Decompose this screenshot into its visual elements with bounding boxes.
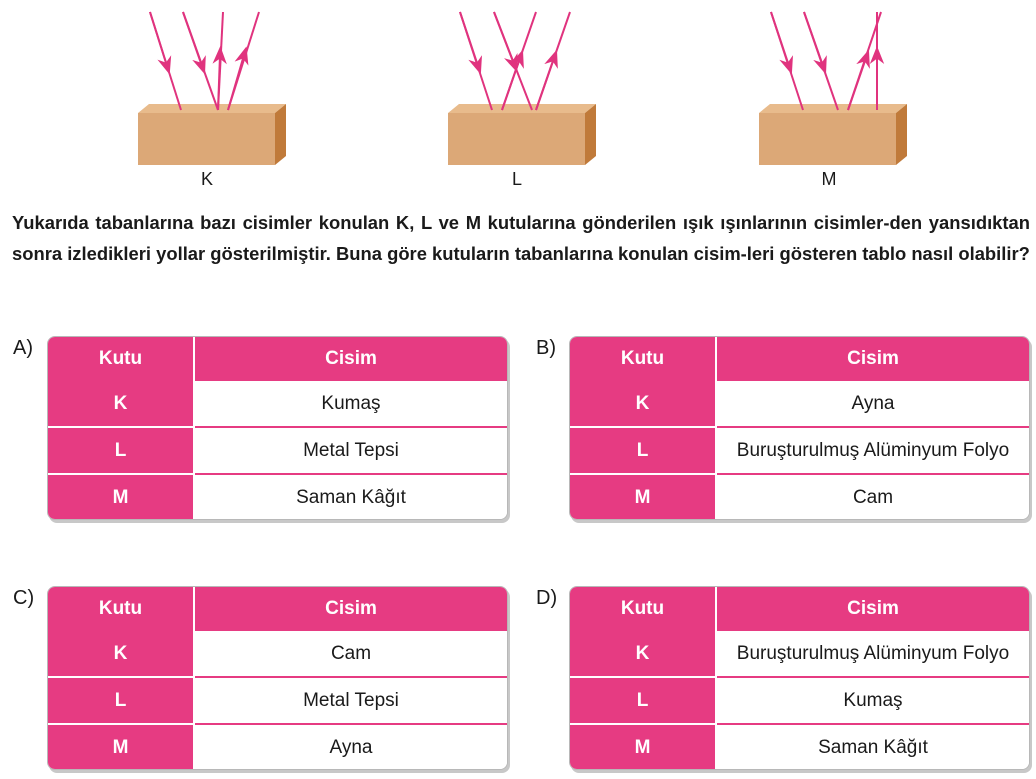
header-cisim: Cisim (716, 587, 1029, 631)
row-key: M (570, 723, 717, 769)
row-value: Metal Tepsi (194, 676, 507, 724)
row-key: M (570, 473, 717, 519)
row-value: Kumaş (716, 676, 1029, 724)
row-key: M (48, 723, 195, 769)
reflection-figure: K L M (138, 11, 907, 189)
question-text: Yukarıda tabanlarına bazı cisimler konul… (12, 212, 1030, 264)
box-m (759, 104, 907, 165)
row-key: L (570, 426, 717, 474)
row-value: Saman Kâğıt (194, 473, 507, 519)
option-c-letter: C) (13, 587, 35, 609)
row-value: Cam (716, 473, 1029, 519)
row-value: Ayna (716, 381, 1029, 427)
row-key: K (570, 381, 717, 427)
option-a-letter: A) (13, 337, 33, 359)
row-value: Metal Tepsi (194, 426, 507, 474)
header-cisim: Cisim (194, 587, 507, 631)
row-key: L (48, 426, 195, 474)
row-value: Kumaş (194, 381, 507, 427)
option-d-letter: D) (536, 587, 558, 609)
rays-k (149, 11, 260, 111)
header-kutu: Kutu (570, 587, 717, 631)
box-label-l: L (512, 169, 522, 189)
row-value: Cam (194, 631, 507, 677)
row-value: Buruşturulmuş Alüminyum Folyo (716, 426, 1029, 474)
row-value: Saman Kâğıt (716, 723, 1029, 769)
row-value: Buruşturulmuş Alüminyum Folyo (716, 631, 1029, 677)
row-value: Ayna (194, 723, 507, 769)
option-b-letter: B) (536, 337, 556, 359)
rays-l (459, 11, 571, 111)
box-k (138, 104, 286, 165)
rays-m (770, 11, 885, 111)
header-kutu: Kutu (48, 587, 195, 631)
header-kutu: Kutu (48, 337, 195, 381)
row-key: K (570, 631, 717, 677)
row-key: K (48, 631, 195, 677)
box-label-m: M (822, 169, 837, 189)
header-cisim: Cisim (716, 337, 1029, 381)
box-l (448, 104, 596, 165)
header-cisim: Cisim (194, 337, 507, 381)
box-label-k: K (201, 169, 213, 189)
row-key: L (570, 676, 717, 724)
header-kutu: Kutu (570, 337, 717, 381)
row-key: K (48, 381, 195, 427)
row-key: L (48, 676, 195, 724)
row-key: M (48, 473, 195, 519)
